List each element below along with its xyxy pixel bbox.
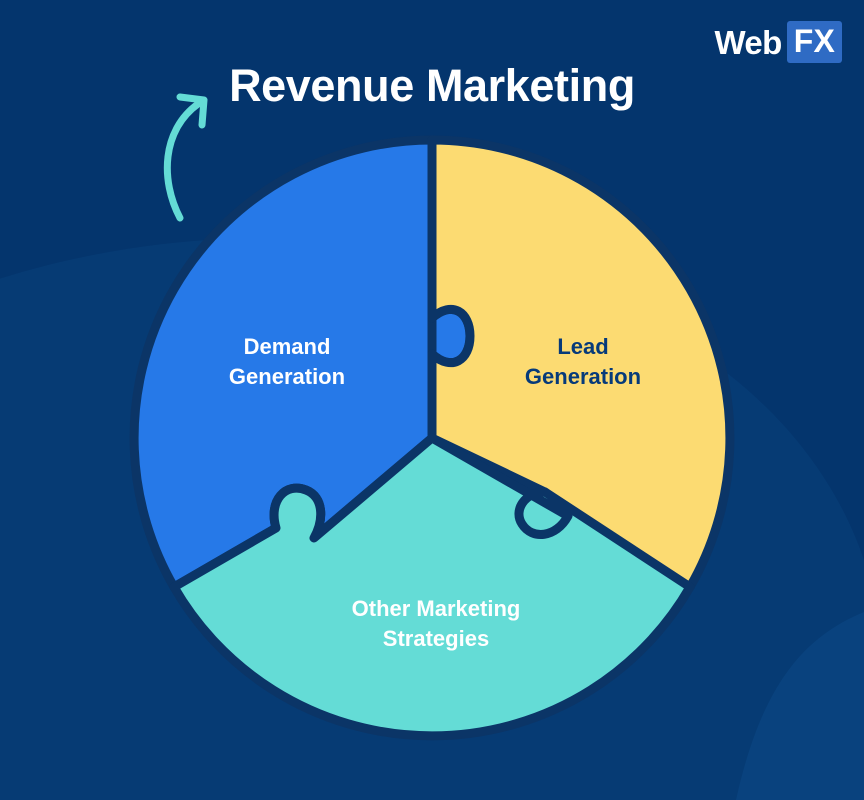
page-title: Revenue Marketing xyxy=(229,60,635,111)
slice-other-marketing-strategies[interactable] xyxy=(169,433,695,741)
pie-slices xyxy=(129,135,735,741)
logo-web-text: Web xyxy=(714,23,782,61)
slice-label-other-marketing-strategies: Other Marketing Strategies xyxy=(351,596,521,652)
arrow-head xyxy=(176,93,208,129)
background-curve-bottom-right xyxy=(736,612,864,800)
slice-label-lead-generation: Lead Generation xyxy=(524,334,642,390)
slice-label-demand-generation: Demand Generation xyxy=(228,334,346,390)
webfx-logo[interactable]: Web FX xyxy=(714,21,842,63)
curved-arrow-icon xyxy=(163,93,208,222)
logo-fx-badge: FX xyxy=(786,21,842,63)
arrow-shaft xyxy=(163,100,202,222)
